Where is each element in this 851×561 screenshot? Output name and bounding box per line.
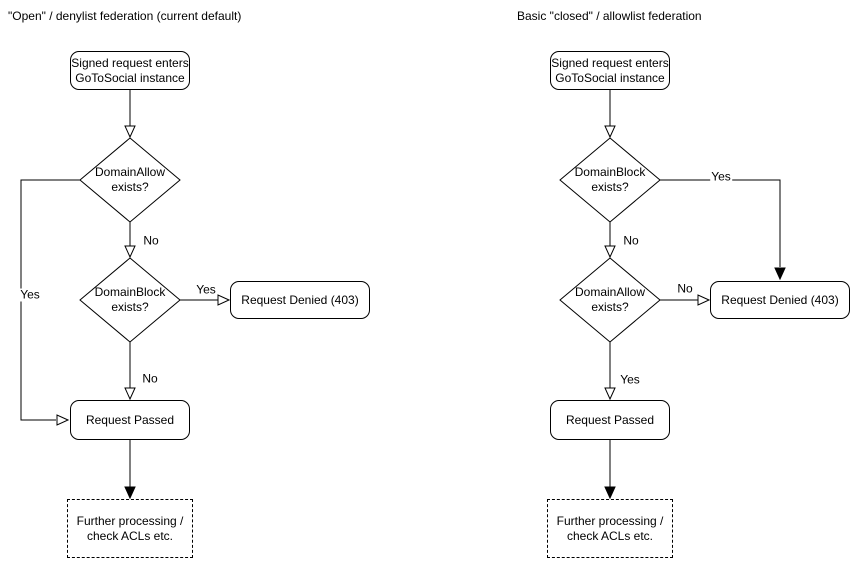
right-further-processing-node: Further processing / check ACLs etc. <box>547 499 673 558</box>
right-decision2-diamond <box>559 257 661 343</box>
right-arrowhead-no-to-decision2 <box>604 245 616 259</box>
right-start-node: Signed request enters GoToSocial instanc… <box>550 51 670 90</box>
right-decision2-yes-label: Yes <box>619 372 641 387</box>
left-decision1-no-label: No <box>142 233 160 248</box>
left-further-processing-node: Further processing / check ACLs etc. <box>67 499 193 558</box>
left-denied-node: Request Denied (403) <box>230 281 370 319</box>
left-decision1-diamond <box>79 137 181 223</box>
left-decision2-no-label: No <box>141 371 159 386</box>
right-decision1-yes-label: Yes <box>710 169 732 184</box>
right-arrowhead-passed-to-further <box>604 486 616 500</box>
left-chart-title: "Open" / denylist federation (current de… <box>8 9 242 23</box>
left-arrowhead-start-to-decision1 <box>124 125 136 139</box>
left-passed-node: Request Passed <box>70 400 190 440</box>
right-arrowhead-no-to-denied <box>697 294 711 306</box>
right-decision1-diamond <box>559 137 661 223</box>
left-decision1-yes-label: Yes <box>19 287 41 302</box>
right-arrowhead-start-to-decision1 <box>604 125 616 139</box>
right-denied-node: Request Denied (403) <box>710 281 850 319</box>
left-arrowhead-passed-to-further <box>124 486 136 500</box>
right-decision1-no-label: No <box>622 233 640 248</box>
left-arrowhead-no-to-decision2 <box>124 245 136 259</box>
left-arrowhead-no-to-passed <box>124 387 136 401</box>
left-start-node: Signed request enters GoToSocial instanc… <box>70 51 190 90</box>
right-passed-node: Request Passed <box>550 400 670 440</box>
left-decision2-yes-label: Yes <box>195 282 217 297</box>
right-arrowhead-yes-to-denied <box>774 267 786 281</box>
right-decision2-no-label: No <box>676 281 694 296</box>
right-arrowhead-yes-to-passed <box>604 387 616 401</box>
right-edge-decision1-yes-to-denied <box>660 179 781 267</box>
left-decision2-diamond <box>79 257 181 343</box>
right-chart-title: Basic "closed" / allowlist federation <box>517 9 702 23</box>
left-arrowhead-yes-to-passed <box>56 414 70 426</box>
left-arrowhead-yes-to-denied <box>217 294 231 306</box>
